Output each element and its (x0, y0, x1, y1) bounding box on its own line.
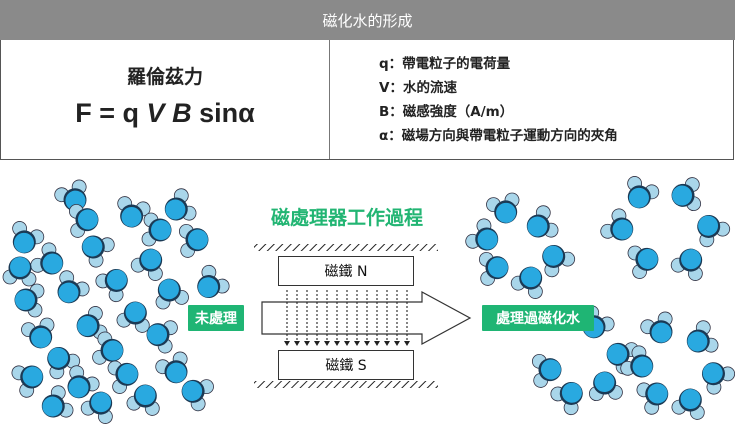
water-molecule (178, 223, 209, 258)
water-molecule (11, 365, 44, 398)
untreated-water-molecules (2, 179, 230, 424)
water-molecule (510, 266, 543, 299)
field-line-arrowhead (334, 341, 340, 346)
flow-arrow (261, 290, 472, 346)
field-line-arrowhead (284, 341, 290, 346)
field-line-arrowhead (384, 341, 390, 346)
water-molecule (636, 382, 669, 415)
treated-water-molecules (465, 176, 735, 420)
field-line-arrowhead (314, 341, 320, 346)
header-title: 磁化水的形成 (322, 11, 413, 30)
bottom-hatched-plate (254, 381, 438, 388)
water-molecule (197, 264, 230, 299)
water-molecule (47, 346, 81, 380)
magnet-north: 磁鐵 N (278, 256, 414, 286)
formula-rest: sinα (191, 98, 255, 128)
water-molecule (116, 301, 150, 333)
water-molecule (155, 278, 189, 310)
water-molecule (686, 320, 719, 353)
water-molecule (671, 177, 702, 212)
water-molecule (14, 283, 45, 318)
water-molecule (2, 256, 37, 287)
water-molecule (107, 360, 139, 394)
water-molecule (54, 179, 87, 212)
magnet-south: 磁鐵 S (278, 350, 414, 380)
water-molecule (478, 251, 509, 286)
untreated-label-text: 未處理 (195, 311, 237, 327)
field-line-arrowhead (404, 341, 410, 346)
water-molecule (80, 391, 113, 424)
field-line-arrowhead (324, 341, 330, 346)
water-molecule (671, 388, 705, 420)
water-molecule (57, 270, 90, 304)
water-molecule (21, 317, 55, 349)
magnet-south-label: 磁鐵 S (325, 358, 367, 374)
water-molecule (92, 331, 124, 365)
water-molecule (164, 188, 197, 221)
water-molecule (126, 384, 160, 416)
water-molecule (542, 244, 576, 278)
water-molecule (95, 268, 128, 303)
water-molecule (76, 306, 108, 340)
magnet-north-label: 磁鐵 N (324, 264, 368, 280)
field-line-arrowhead (294, 341, 300, 346)
field-line-arrowhead (354, 341, 360, 346)
water-molecule (130, 248, 163, 281)
water-molecule (531, 353, 562, 388)
water-molecule (640, 311, 673, 344)
formula-b: B (172, 98, 192, 128)
water-molecule (627, 176, 660, 209)
water-molecule (550, 381, 583, 416)
water-molecule (486, 192, 520, 224)
water-molecule (146, 320, 178, 354)
diagram-title: 磁處理器工作過程 (270, 207, 423, 229)
field-line-arrowhead (304, 341, 310, 346)
law-cell: 羅倫茲力 F = q V B sinα (1, 40, 329, 159)
definition-b: B：磁感強度（A/m） (379, 104, 514, 120)
lorentz-formula: F = q V B sinα (1, 98, 329, 129)
water-molecule (465, 218, 499, 251)
table-divider (329, 40, 330, 159)
definition-q: q：帶電粒子的電荷量 (379, 56, 511, 72)
water-molecule (141, 212, 172, 247)
definition-v: V：水的流速 (379, 80, 457, 96)
field-line-arrowhead (394, 341, 400, 346)
water-molecule (117, 196, 151, 228)
water-molecule (600, 208, 634, 241)
field-line-arrowhead (364, 341, 370, 346)
water-molecule (68, 203, 99, 238)
untreated-label: 未處理 (188, 305, 244, 331)
treated-label: 處理過磁化水 (482, 305, 594, 331)
definitions-list: q：帶電粒子的電荷量 V：水的流速 B：磁感強度（A/m） α：磁場方向與帶電粒… (379, 52, 618, 148)
field-line-arrowhead (374, 341, 380, 346)
law-name: 羅倫茲力 (126, 66, 203, 88)
formula-lhs: F = q (75, 98, 147, 128)
water-molecule (12, 221, 45, 254)
water-molecule (30, 242, 64, 275)
top-hatched-plate (254, 244, 438, 251)
field-line-arrowhead (344, 341, 350, 346)
header-bar: 磁化水的形成 (0, 0, 735, 40)
water-molecule (701, 362, 735, 395)
formula-v: V (146, 98, 165, 128)
water-molecule (627, 245, 659, 279)
water-molecule (697, 214, 731, 248)
definition-alpha: α：磁場方向與帶電粒子運動方向的夾角 (379, 128, 618, 144)
water-molecule (181, 379, 214, 412)
water-molecule (155, 351, 188, 384)
water-molecule (526, 205, 559, 238)
formula-table: 羅倫茲力 F = q V B sinα q：帶電粒子的電荷量 V：水的流速 B：… (0, 40, 734, 160)
magnetic-field-lines (284, 290, 410, 346)
water-molecule (620, 345, 654, 378)
water-molecule (670, 248, 703, 281)
water-molecule (81, 235, 115, 268)
treated-label-text: 處理過磁化水 (496, 311, 580, 327)
water-molecule (67, 365, 100, 399)
water-molecule (41, 385, 74, 418)
water-molecule (588, 371, 623, 402)
